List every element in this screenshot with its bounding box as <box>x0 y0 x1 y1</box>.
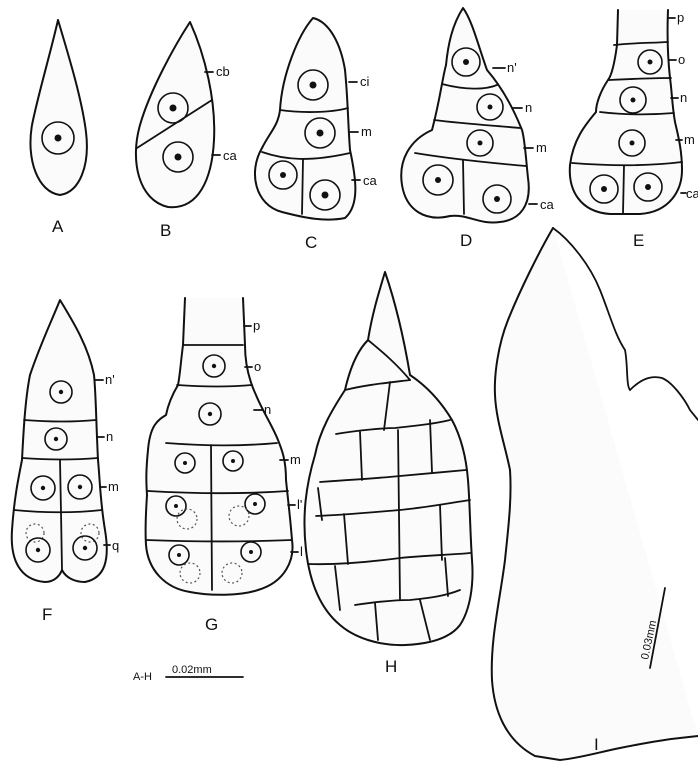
figure-c-nucleolus-ca-right <box>322 192 329 199</box>
figure-d-wall-4 <box>463 160 464 214</box>
figure-e-label-m: m <box>684 132 695 147</box>
scale-bar-a-h-value: 0.02mm <box>172 664 212 676</box>
figure-g-nucleolus-m-right <box>231 459 235 463</box>
figure-f-label-n-prime: n' <box>105 372 115 387</box>
figure-g-label-p: p <box>253 318 260 333</box>
figure-e-label-ca: ca <box>686 186 698 201</box>
figure-e-caption: E <box>633 231 644 250</box>
figure-f-nucleolus-q-right <box>83 546 87 550</box>
figure-e-nucleolus-ca-right <box>645 184 651 190</box>
figure-a-caption: A <box>52 217 64 236</box>
figure-a-outline <box>30 20 86 195</box>
figure-g-label-l-prime: l' <box>297 497 302 512</box>
figure-c-label-ci: ci <box>360 74 370 89</box>
figure-c-wall-ca <box>302 160 303 214</box>
figure-f-nucleolus-n <box>54 437 58 441</box>
figure-f-nucleolus-m-left <box>41 486 45 490</box>
figure-f-label-n: n <box>106 429 113 444</box>
figure-e-nucleolus-m <box>630 141 635 146</box>
figure-i-outline <box>492 228 698 760</box>
figure-b-nucleolus-cb <box>170 105 177 112</box>
figure-d: n' n m ca D <box>401 8 554 250</box>
figure-f-nucleolus-q-left <box>36 548 40 552</box>
figure-a: A <box>30 20 86 236</box>
figure-g-nucleolus-l-left <box>177 553 181 557</box>
figure-d-label-n: n <box>525 100 532 115</box>
figure-g-nucleolus-n <box>208 412 212 416</box>
figure-d-label-n-prime: n' <box>507 60 517 75</box>
figure-e-nucleolus-n <box>631 98 636 103</box>
figure-d-nucleolus-ca-left <box>435 177 441 183</box>
figure-c-nucleolus-m <box>317 130 324 137</box>
figure-g-nucleolus-l-prime-left <box>174 504 178 508</box>
figure-b-label-cb: cb <box>216 64 230 79</box>
scale-bar-a-h-prefix: A-H <box>133 671 152 683</box>
figure-e-label-n: n <box>680 90 687 105</box>
figure-g-label-o: o <box>254 359 261 374</box>
figure-g-label-m: m <box>290 452 301 467</box>
figure-f-label-q: q <box>112 538 119 553</box>
figure-c-nucleolus-ci <box>310 82 317 89</box>
figure-e-label-p: p <box>677 10 684 25</box>
figure-e-label-o: o <box>678 52 685 67</box>
figure-g-label-l: l <box>300 544 303 559</box>
figure-f-nucleolus-m-right <box>78 485 82 489</box>
figure-g-nucleolus-l-right <box>249 550 253 554</box>
figure-d-nucleolus-m <box>478 141 483 146</box>
figure-c-label-ca: ca <box>363 173 378 188</box>
figure-b-caption: B <box>160 221 171 240</box>
figure-d-outline <box>401 8 529 223</box>
figure-e-outline <box>570 10 682 214</box>
figure-d-nucleolus-n-prime <box>463 59 469 65</box>
figure-g: p o n m l' l G <box>146 298 303 634</box>
figure-g-caption: G <box>205 615 218 634</box>
figure-f-caption: F <box>42 605 52 624</box>
figure-c: ci m ca C <box>255 18 378 252</box>
figure-h: H <box>304 272 472 676</box>
figure-f-nucleolus-n-prime <box>59 390 63 394</box>
figure-b: cb ca B <box>136 22 238 240</box>
figure-e-nucleolus-o <box>648 60 653 65</box>
figure-d-label-ca: ca <box>540 197 555 212</box>
figure-i: I <box>492 228 698 760</box>
figure-d-label-m: m <box>536 140 547 155</box>
figure-c-outline <box>255 18 355 220</box>
figure-b-outline <box>136 22 214 207</box>
figure-g-outline <box>146 298 293 595</box>
figure-g-nucleolus-m-left <box>183 461 187 465</box>
scale-bar-a-h: A-H 0.02mm <box>133 664 243 683</box>
figure-f: n' n m q F <box>12 300 119 624</box>
figure-h-caption: H <box>385 657 397 676</box>
figure-d-nucleolus-ca-right <box>494 196 500 202</box>
figure-c-nucleolus-ca-left <box>280 172 286 178</box>
figure-g-nucleolus-l-prime-right <box>253 502 257 506</box>
figure-b-label-ca: ca <box>223 148 238 163</box>
figure-e: p o n m ca E <box>570 10 698 250</box>
figure-g-nucleolus-o <box>212 364 216 368</box>
figure-f-label-m: m <box>108 479 119 494</box>
figure-b-nucleolus-ca <box>175 154 182 161</box>
figure-a-nucleolus <box>55 135 62 142</box>
figure-c-label-m: m <box>361 124 372 139</box>
figure-e-nucleolus-ca-left <box>601 186 607 192</box>
figure-i-caption: I <box>594 735 599 754</box>
figure-c-caption: C <box>305 233 317 252</box>
figure-g-label-n: n <box>264 402 271 417</box>
figure-d-caption: D <box>460 231 472 250</box>
figure-d-nucleolus-n <box>488 105 493 110</box>
